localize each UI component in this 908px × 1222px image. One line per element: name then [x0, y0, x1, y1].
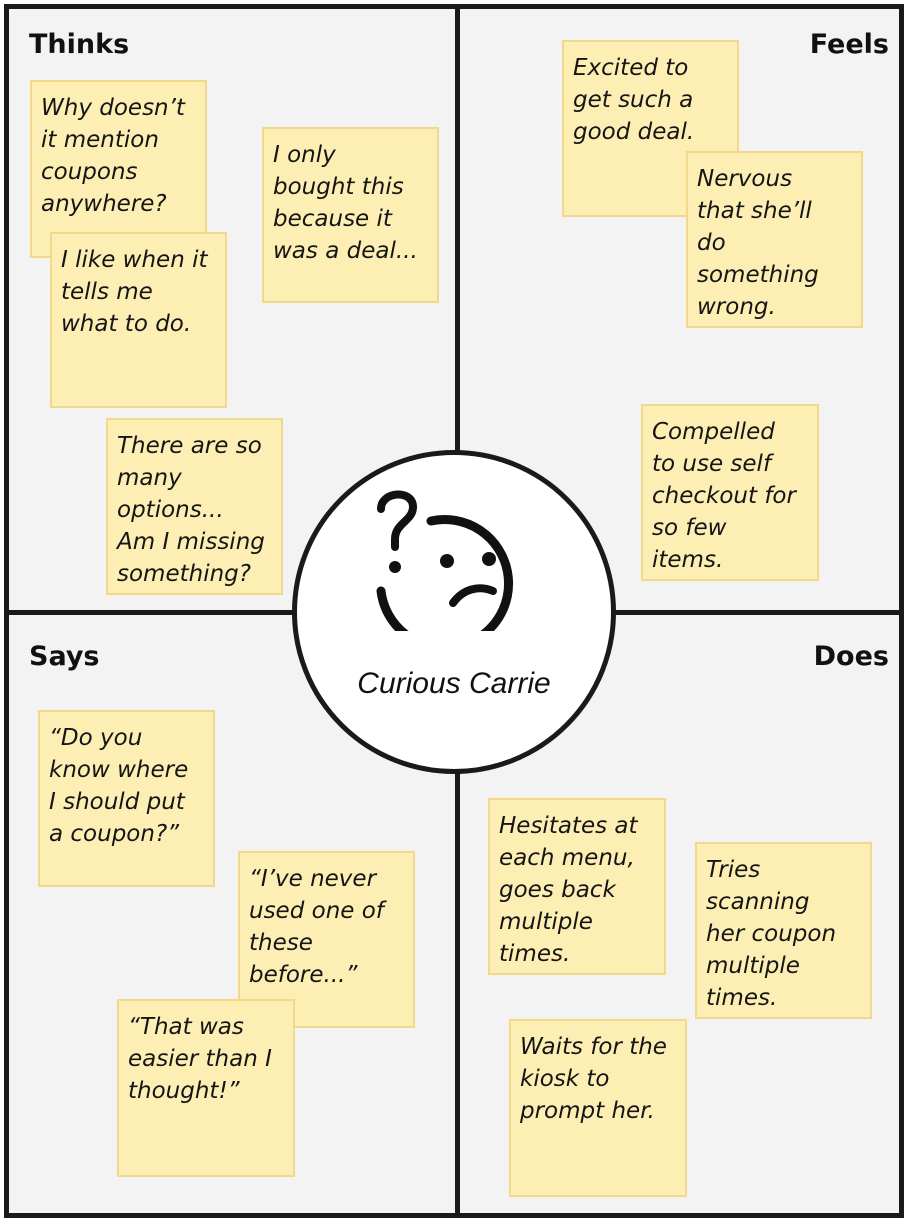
- does-label: Does: [813, 641, 889, 672]
- sticky-note[interactable]: Waits for the kiosk to prompt her.: [509, 1019, 687, 1197]
- thinks-label: Thinks: [29, 29, 130, 60]
- sticky-note[interactable]: Hesitates at each menu, goes back multip…: [488, 798, 666, 975]
- sticky-note[interactable]: Tries scanning her coupon multiple times…: [695, 842, 872, 1019]
- sticky-note[interactable]: There are so many options... Am I missin…: [106, 418, 283, 595]
- feels-label: Feels: [809, 29, 889, 60]
- sticky-note[interactable]: Excited to get such a good deal.: [562, 40, 739, 217]
- sticky-note[interactable]: “I’ve never used one of these before...”: [238, 851, 415, 1028]
- sticky-note[interactable]: I only bought this because it was a deal…: [262, 127, 439, 303]
- empathy-map-board: Thinks Feels Says Does Why doesn’t it me…: [4, 4, 904, 1218]
- confused-face-icon: [376, 490, 513, 631]
- sticky-note[interactable]: Why doesn’t it mention coupons anywhere?: [30, 80, 207, 258]
- persona-name: Curious Carrie: [357, 667, 551, 700]
- sticky-note[interactable]: Nervous that she’ll do something wrong.: [686, 151, 863, 328]
- says-label: Says: [29, 641, 100, 672]
- sticky-note[interactable]: “Do you know where I should put a coupon…: [38, 710, 215, 887]
- sticky-note[interactable]: I like when it tells me what to do.: [50, 232, 227, 408]
- persona-circle: Curious Carrie: [292, 450, 616, 774]
- sticky-note[interactable]: “That was easier than I thought!”: [117, 999, 295, 1177]
- sticky-note[interactable]: Compelled to use self checkout for so fe…: [641, 404, 819, 581]
